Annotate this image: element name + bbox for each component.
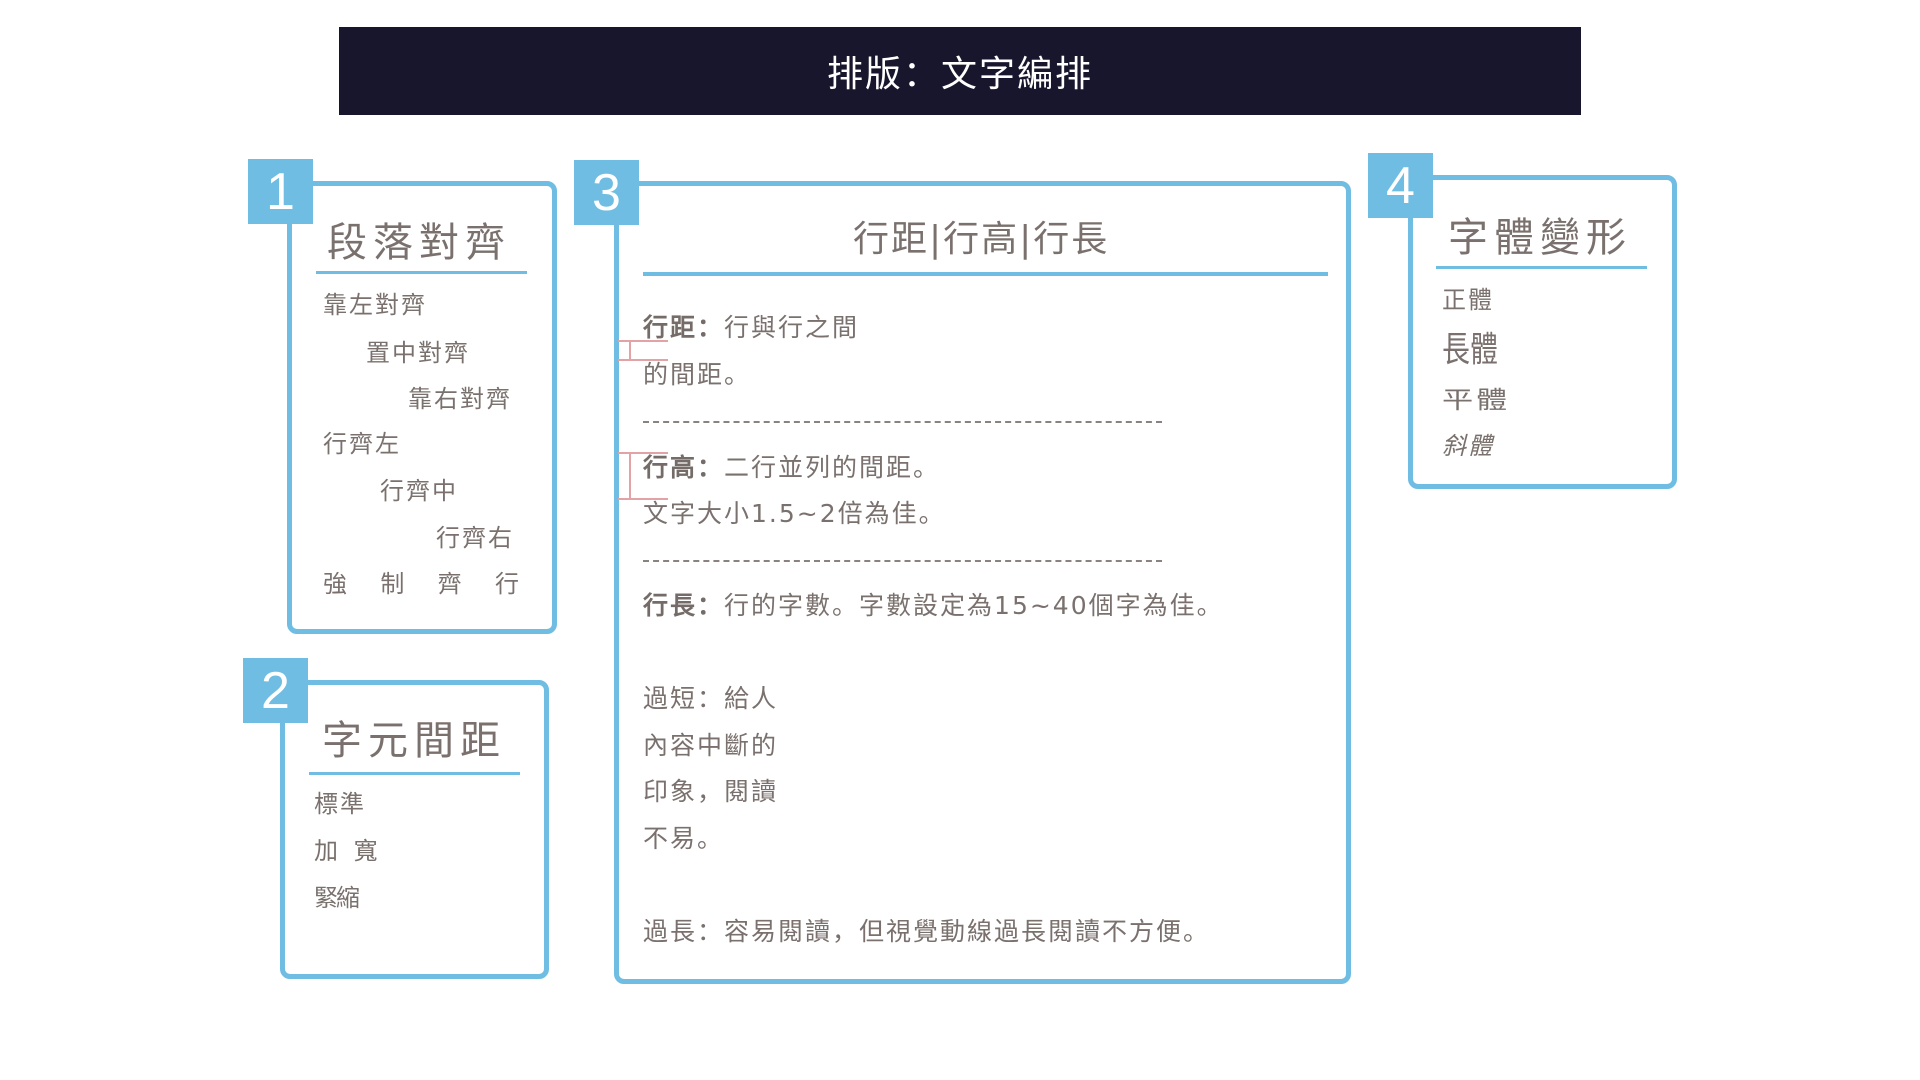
too-short-line: 不易。 — [643, 824, 725, 853]
header-bar: 排版：文字編排 — [339, 27, 1581, 115]
dashed-divider — [643, 560, 1162, 562]
title-underline — [1436, 266, 1647, 269]
card-title: 行距|行高|行長 — [853, 219, 1110, 260]
section-number-badge: 1 — [248, 159, 313, 224]
condensed-char: 長 — [1442, 328, 1471, 370]
card-character-spacing — [280, 680, 549, 979]
title-underline — [316, 271, 527, 274]
too-short-line: 內容中斷的 — [643, 731, 779, 760]
dashed-divider — [643, 421, 1162, 423]
line-height-marker-top — [618, 452, 668, 454]
list-item: 行齊左 — [323, 430, 401, 458]
line-height-marker-bottom — [618, 498, 668, 500]
font-expanded: 平體 — [1442, 385, 1507, 415]
line-spacing-marker-bottom — [618, 359, 668, 361]
term: 行高 — [643, 453, 698, 482]
font-italic: 斜體 — [1442, 432, 1494, 460]
term: 行距 — [643, 313, 698, 342]
card-paragraph-alignment — [287, 181, 557, 634]
line-height-marker-vertical — [629, 452, 631, 499]
card-font-transform — [1408, 175, 1677, 489]
justified-char: 制 — [380, 570, 405, 598]
list-item: 靠右對齊 — [408, 385, 512, 413]
too-short-line: 印象，閱讀 — [643, 777, 779, 806]
too-long-line: 過長：容易閱讀，但視覺動線過長閱讀不方便。 — [643, 917, 1211, 946]
expanded-char: 平 — [1442, 386, 1474, 414]
section-number-badge: 2 — [243, 658, 308, 723]
list-item-justified: 強 制 齊 行 — [323, 569, 519, 599]
line-spacing-marker-top — [618, 340, 668, 342]
page-title: 排版：文字編排 — [826, 54, 1093, 95]
condensed-char: 體 — [1470, 328, 1499, 370]
list-item: 靠左對齊 — [323, 291, 427, 319]
title-underline — [309, 772, 520, 775]
term: 行長 — [643, 591, 698, 620]
card-title: 段落對齊 — [327, 220, 511, 266]
term-colon: ： — [697, 591, 725, 620]
card-title: 字元間距 — [322, 718, 506, 764]
definition-text: 行的字數。字數設定為15~40個字為佳。 — [724, 591, 1224, 620]
justified-char: 齊 — [437, 570, 462, 598]
section-number-badge: 3 — [574, 160, 639, 225]
list-item: 加 寬 — [314, 837, 382, 865]
card-title: 字體變形 — [1448, 215, 1632, 261]
term-colon: ： — [697, 453, 725, 482]
title-underline — [643, 272, 1328, 276]
expanded-char: 體 — [1476, 386, 1508, 414]
list-item: 行齊中 — [380, 477, 458, 505]
line-length-definition: 行長：行的字數。字數設定為15~40個字為佳。 — [643, 591, 1224, 621]
term-colon: ： — [697, 313, 725, 342]
line-spacing-definition-cont: 的間距。 — [643, 360, 752, 389]
line-spacing-marker-vertical — [629, 340, 631, 360]
justified-char: 行 — [494, 570, 519, 598]
too-short-line: 過短：給人 — [643, 684, 779, 713]
justified-char: 強 — [323, 570, 347, 598]
list-item: 標準 — [314, 790, 366, 818]
list-item: 緊縮 — [314, 884, 360, 912]
line-height-definition-cont: 文字大小1.5~2倍為佳。 — [643, 499, 946, 528]
line-height-definition: 行高：二行並列的間距。 — [643, 453, 940, 483]
section-number-badge: 4 — [1368, 153, 1433, 218]
list-item: 行齊右 — [436, 524, 514, 552]
line-spacing-definition: 行距：行與行之間 — [643, 313, 859, 343]
font-condensed: 長體 — [1442, 331, 1498, 369]
font-normal: 正體 — [1442, 286, 1494, 314]
definition-text: 二行並列的間距。 — [724, 453, 941, 482]
list-item: 置中對齊 — [366, 339, 470, 367]
card-line-metrics — [614, 181, 1351, 984]
definition-text: 行與行之間 — [724, 313, 860, 342]
